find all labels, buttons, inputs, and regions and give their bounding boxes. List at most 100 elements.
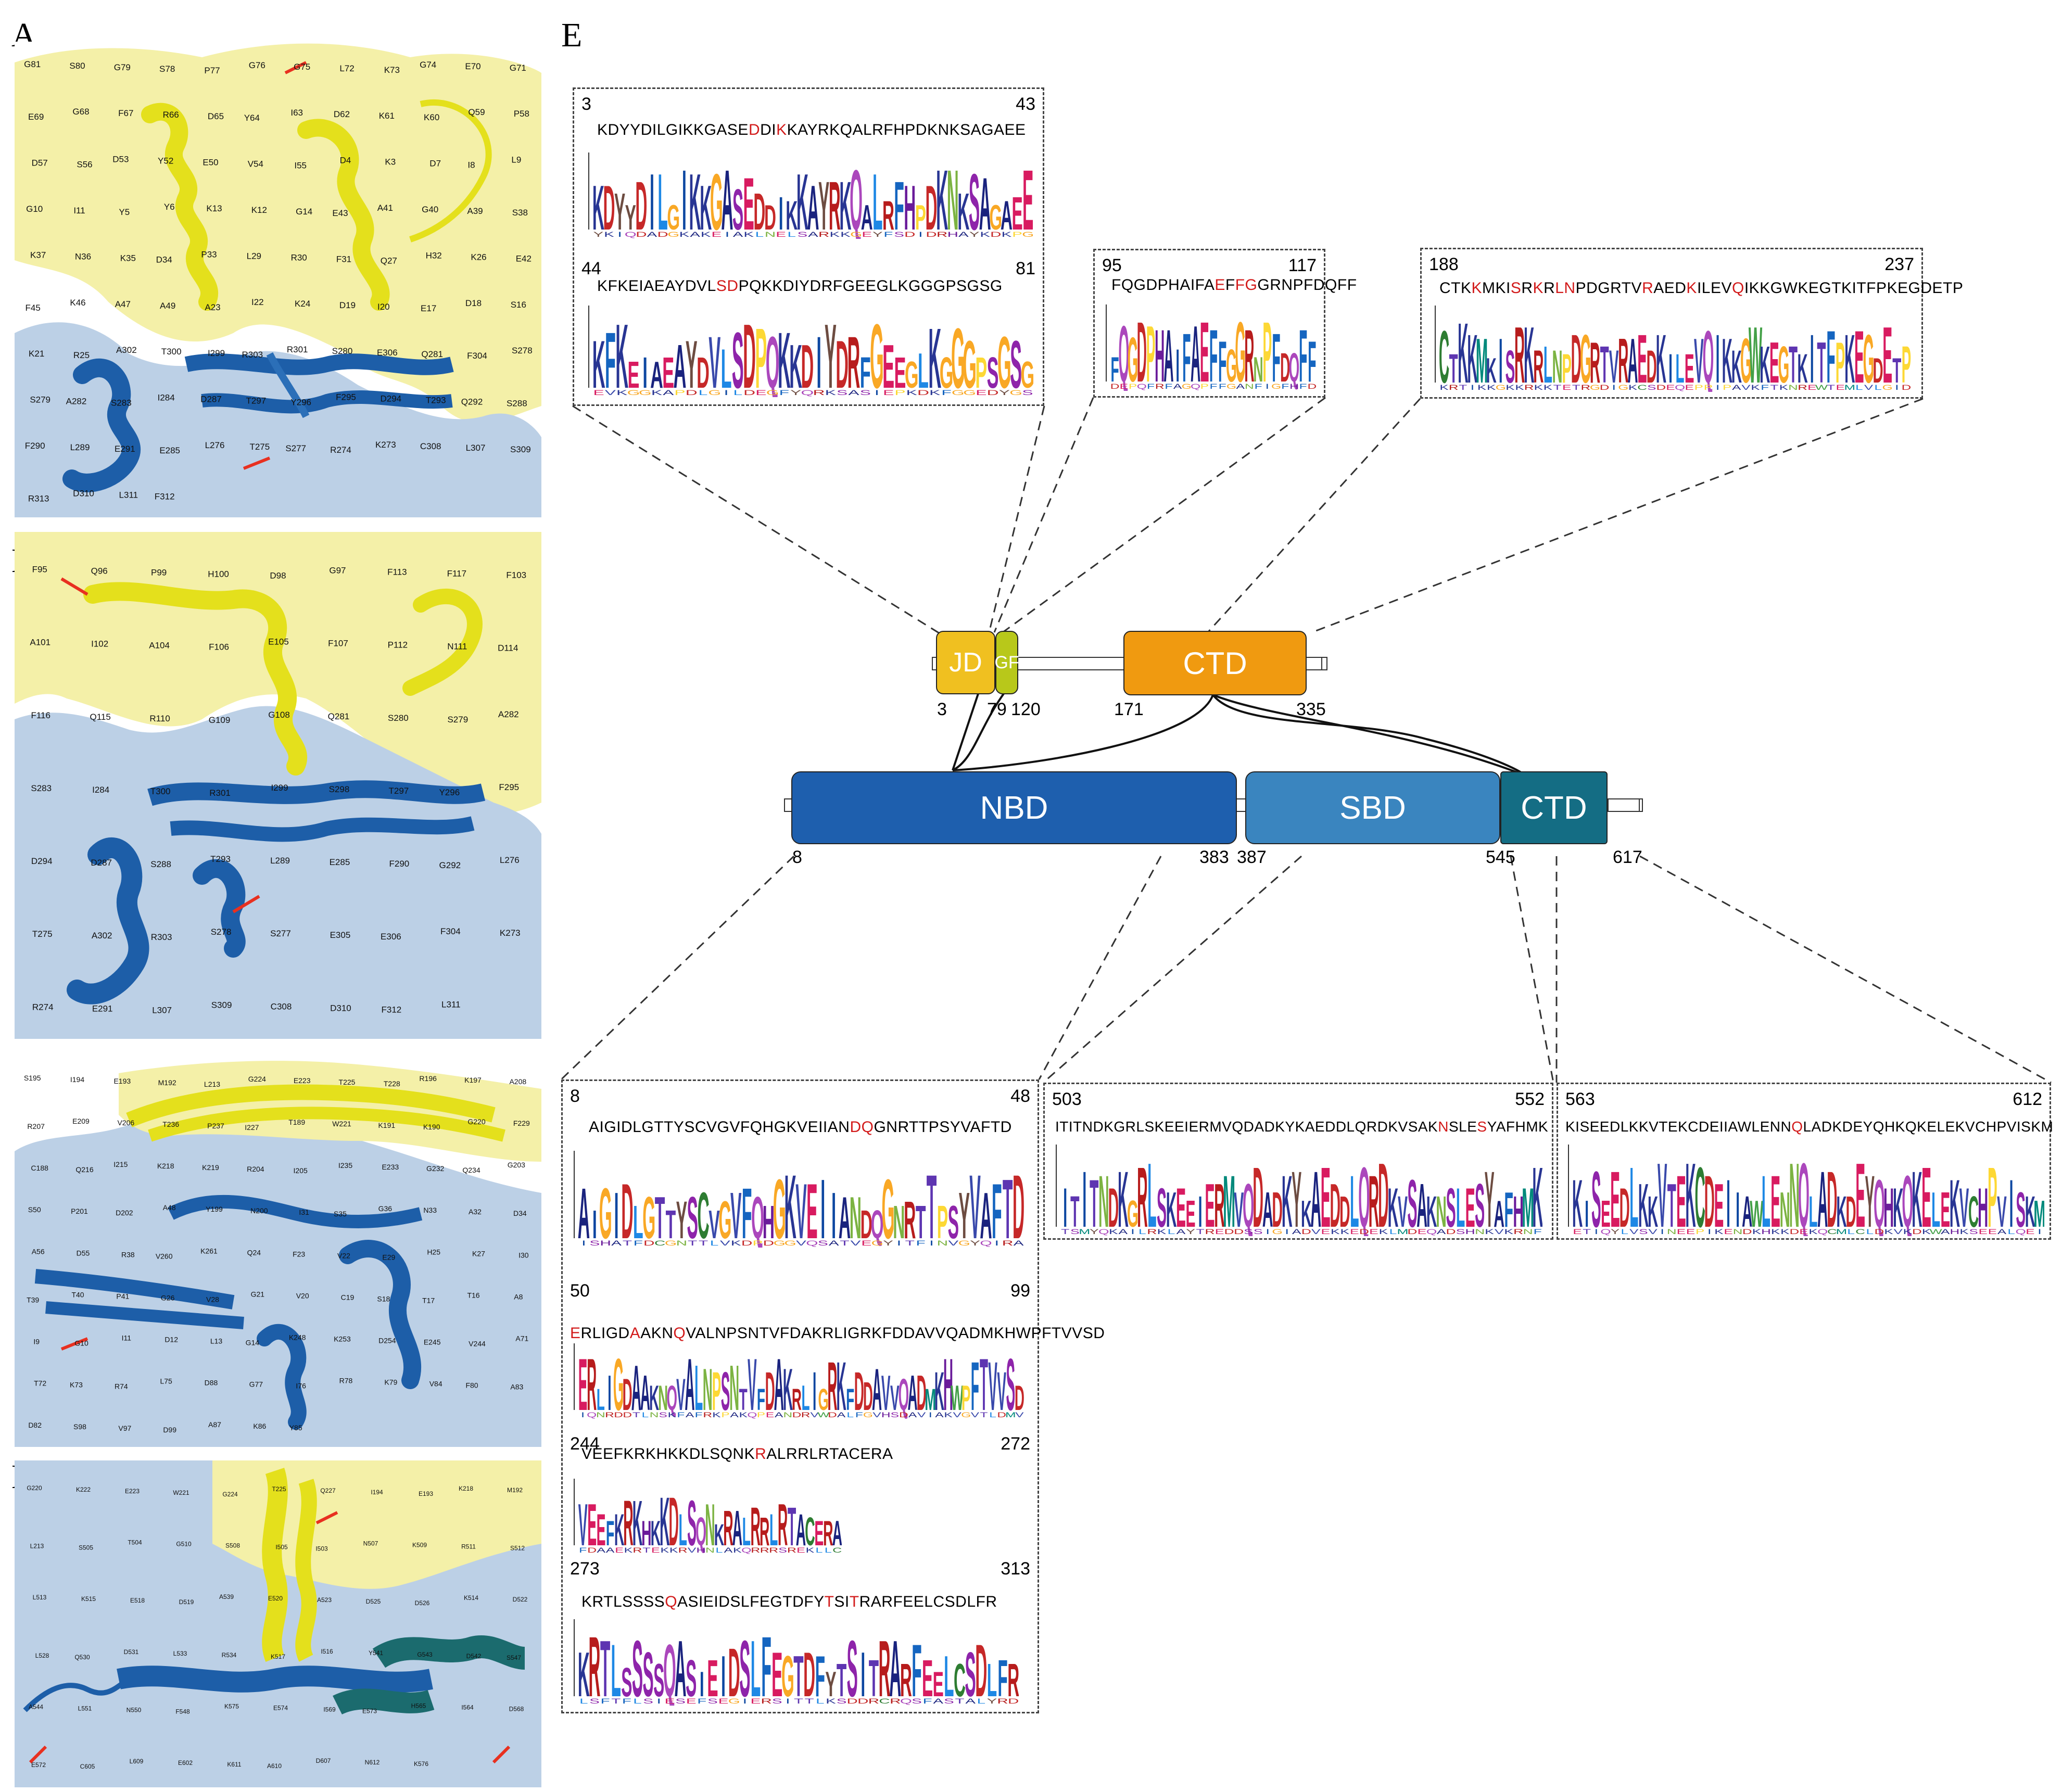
logo-letter: G [766,389,779,397]
logo-letter: Y [958,1179,969,1248]
sequence-segment: VALNPSNTVFDAKRLIGRKFDDAVVQADMKHWPFTVVSD [686,1325,1105,1342]
logo-letter: D [1571,321,1582,392]
logo-letter: E [662,348,674,397]
logo-letter: C [654,1239,666,1247]
logo-letter: K [1959,1228,1968,1236]
logo-letter: S [643,1640,654,1706]
logo-letter: I [1131,1228,1134,1236]
sequence-segment: KRTLSSSS [581,1593,665,1610]
sequence-text: VEEFKRKHKKDLSQNKRALRRLRTACERA [581,1445,893,1463]
logo-letter: S [739,1623,750,1706]
logo-letter: E [1666,384,1675,391]
logo-letter: L [769,1505,778,1555]
logo-letter: Y [1186,1228,1195,1236]
logo-letter: I [816,321,821,397]
logo-letter: E [861,1239,871,1247]
logo-letter: P [915,198,926,238]
domain-jd-label: JD [949,647,982,678]
sequence-text: ITITNDKGRLSKEEIERMVQDADKYKAEDDLQRDKVSAKN… [1055,1119,1548,1135]
logo-letter: K [669,1546,678,1554]
logo-letter: L [788,230,796,238]
logo-letter: E [922,1649,933,1706]
logo-letter: T [1449,345,1458,391]
logo-letter: K [604,230,614,238]
logo-letter: G [1740,325,1752,392]
logo-letter: H [881,1411,891,1419]
logo-letter: I [1471,384,1474,391]
logo-letter: E [1120,383,1128,390]
logo-letter: P [1562,345,1572,391]
logo-letter: D [863,1375,873,1419]
logo-letter: T [905,1239,915,1247]
logo-letter: I [875,389,879,397]
logo-letter: G [1128,324,1138,391]
logo-letter: D [614,1411,623,1419]
logo-letter: A [724,1546,733,1554]
logo-letter: H [1513,1188,1524,1236]
logo-letter: S [659,1411,667,1419]
logo-letter: A [732,1500,742,1555]
logo-letter: L [987,1655,997,1706]
logo-letter: K [651,389,663,397]
logo-letter: K [944,1411,953,1419]
logo-letter: A [1817,1156,1828,1236]
logo-letter: A [848,389,859,397]
logo-letter: I [592,1201,597,1247]
logo-letter: K [980,230,990,238]
logo-letter: N [1733,1228,1743,1236]
logo-letter: G [1272,1228,1283,1236]
logo-letter: V [709,321,720,397]
logo-letter: D [1742,1228,1752,1236]
logo-letter: G [818,1382,829,1417]
logo-letter: F [1826,315,1835,392]
sequence-segment: MKI [1482,279,1511,297]
logo-letter: A [980,1179,992,1248]
logo-letter: T [1770,384,1778,391]
position-335: 335 [1296,700,1326,719]
logo-letter: Q [667,1378,677,1417]
logo-letter: G [1882,384,1893,391]
logo-letter: F [761,1620,771,1706]
logo-letter: T [869,1649,879,1706]
logo-letter: R [801,1411,811,1419]
logo-letter: K [2025,1188,2035,1236]
logo-letter: K [906,389,918,397]
logo-letter: L [751,1623,761,1706]
box-start: 503 [1052,1089,1082,1109]
logo-letter: F [971,1348,979,1419]
sequence-segment: VEEFKRKHKKDLSQNK [581,1445,755,1463]
logo-letter: V [1694,325,1704,392]
logo-letter: K [1340,1228,1350,1236]
position-3: 3 [937,700,947,719]
logo-letter: A [832,1513,842,1553]
logo-letter: K [934,1362,944,1419]
logo-letter: D [657,230,668,238]
logo-letter: V [1495,1228,1504,1236]
logo-letter: D [1137,304,1147,391]
logo-letter: A [935,1411,944,1419]
logo-letter: S [1070,1228,1080,1236]
logo-letter: G [989,198,1002,238]
logo-letter: A [611,1239,622,1247]
logo-letter: I [608,1365,611,1419]
logo-letter: C [954,1655,966,1706]
logo-letter: G [718,1190,731,1248]
logo-letter: Y [825,304,837,397]
logo-letter: G [1271,383,1281,390]
logo-letter: K [1388,1176,1399,1236]
highlighted-residue: K [1533,279,1544,297]
logo-letter: E [1799,1228,1808,1236]
logo-letter: I [1266,383,1269,390]
logo-letter: Y [1090,1228,1099,1236]
logo-letter: F [1299,314,1307,391]
box-end: 99 [1010,1281,1030,1301]
box-start: 50 [570,1281,590,1301]
logo-letter: T [1061,1228,1069,1236]
logo-letter: L [989,1411,996,1419]
logo-letter: N [850,1185,862,1248]
logo-letter: F [1761,384,1769,391]
logo-letter: H [904,173,916,239]
sequence-segment: YAFHMK [1487,1119,1549,1135]
logo-letter: K [1648,1188,1658,1236]
